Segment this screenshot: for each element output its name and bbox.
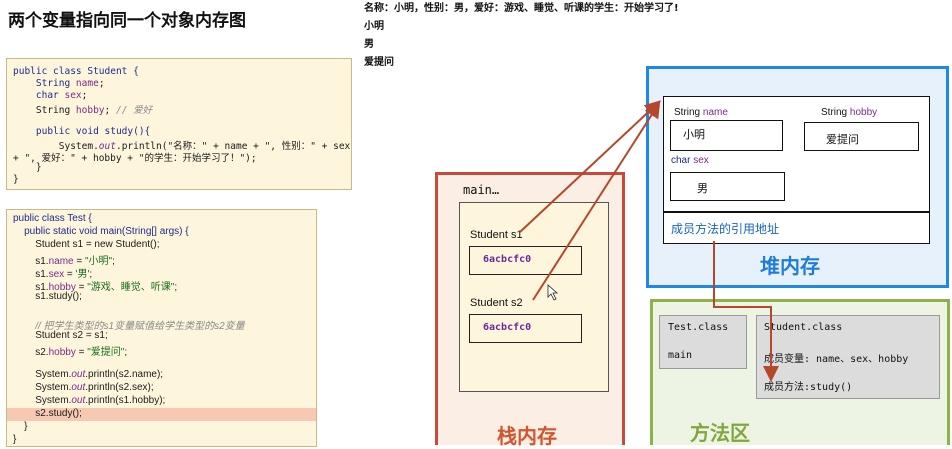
code-line: s2.study();: [13, 408, 82, 419]
code-line: s1.name = "小明";: [13, 256, 115, 267]
console-line: 名称：小明，性别：男，爱好：游戏、睡觉、听课的学生：开始学习了!: [364, 3, 679, 14]
method-reference-label: 成员方法的引用地址: [671, 222, 780, 236]
method-reference-arrow: [713, 241, 779, 382]
name-field-value: 小明: [670, 120, 783, 151]
code-line: s1.sex = '男';: [13, 269, 93, 280]
student-class-name: Student.class: [764, 322, 843, 333]
page-title: 两个变量指向同一个对象内存图: [8, 11, 246, 31]
heap-memory-label: 堆内存: [760, 254, 820, 278]
code-line: }: [13, 421, 28, 432]
console-output: 名称：小明，性别：男，爱好：游戏、睡觉、听课的学生：开始学习了! 小明 男 爱提…: [364, 0, 679, 72]
mouse-cursor-icon: [547, 284, 559, 301]
stack-frame-title: main…: [463, 183, 500, 197]
code-line: System.out.println(s1.hobby);: [13, 395, 166, 406]
name-field-label: String name: [674, 107, 728, 118]
code-line: System.out.println("名称：" + name + ", 性别：…: [13, 141, 351, 152]
code-line: }: [13, 174, 19, 185]
s1-address-box: 6acbcfc0: [469, 246, 582, 275]
code-line: // 把学生类型的s1变量赋值给学生类型的s2变量: [13, 321, 245, 332]
code-line: s2.hobby = "爱提问";: [13, 347, 128, 358]
student-class-box: Student.class 成员变量: name、sex、hobby 成员方法:…: [756, 315, 940, 399]
s2-reference-arrow: [532, 101, 661, 301]
method-area-label: 方法区: [690, 421, 750, 445]
code-line: public class Test {: [13, 213, 92, 224]
code-line: public static void main(String[] args) {: [13, 226, 189, 237]
s1-reference-arrow: [519, 100, 661, 233]
stack-memory-label: 栈内存: [497, 424, 557, 448]
code-line: public void study(){: [13, 126, 151, 137]
code-line: }: [13, 434, 17, 445]
code-line: String hobby; // 爱好: [13, 105, 153, 116]
code-line: char sex;: [13, 90, 88, 101]
s2-variable-label: Student s2: [470, 297, 523, 309]
sex-field-label: char sex: [671, 155, 709, 166]
s2-address-box: 6acbcfc0: [469, 314, 582, 343]
s1-variable-label: Student s1: [470, 229, 523, 241]
code-line: s1.study();: [13, 291, 82, 302]
member-method: 成员方法:study(): [764, 382, 853, 393]
hobby-field-value: 爱提问: [804, 122, 919, 151]
member-variables: 成员变量: name、sex、hobby: [764, 354, 909, 365]
test-class-code: public class Test { public static void m…: [6, 209, 317, 447]
code-line: Student s2 = s1;: [13, 330, 108, 341]
console-line: 小明: [364, 21, 384, 32]
code-line: System.out.println(s2.sex);: [13, 382, 154, 393]
highlighted-line: [7, 408, 316, 421]
console-line: 爱提问: [364, 57, 394, 68]
test-class-box: Test.class main: [659, 315, 747, 369]
code-line: System.out.println(s2.name);: [13, 369, 164, 380]
code-line: s1.hobby = "游戏、睡觉、听课";: [13, 282, 178, 293]
test-class-name: Test.class: [668, 322, 729, 333]
sex-field-value: 男: [670, 172, 785, 201]
hobby-field-label: String hobby: [821, 107, 878, 118]
code-line: public class Student {: [13, 66, 139, 77]
test-main-method: main: [668, 350, 693, 361]
code-line: }: [13, 162, 42, 173]
object-divider: [663, 211, 930, 213]
code-line: + ", 爱好：" + hobby + "的学生：开始学习了！");: [13, 153, 257, 164]
console-line: 男: [364, 39, 374, 50]
code-line: String name;: [13, 78, 105, 89]
student-class-code: public class Student { String name; char…: [6, 58, 352, 190]
code-line: Student s1 = new Student();: [13, 239, 160, 250]
